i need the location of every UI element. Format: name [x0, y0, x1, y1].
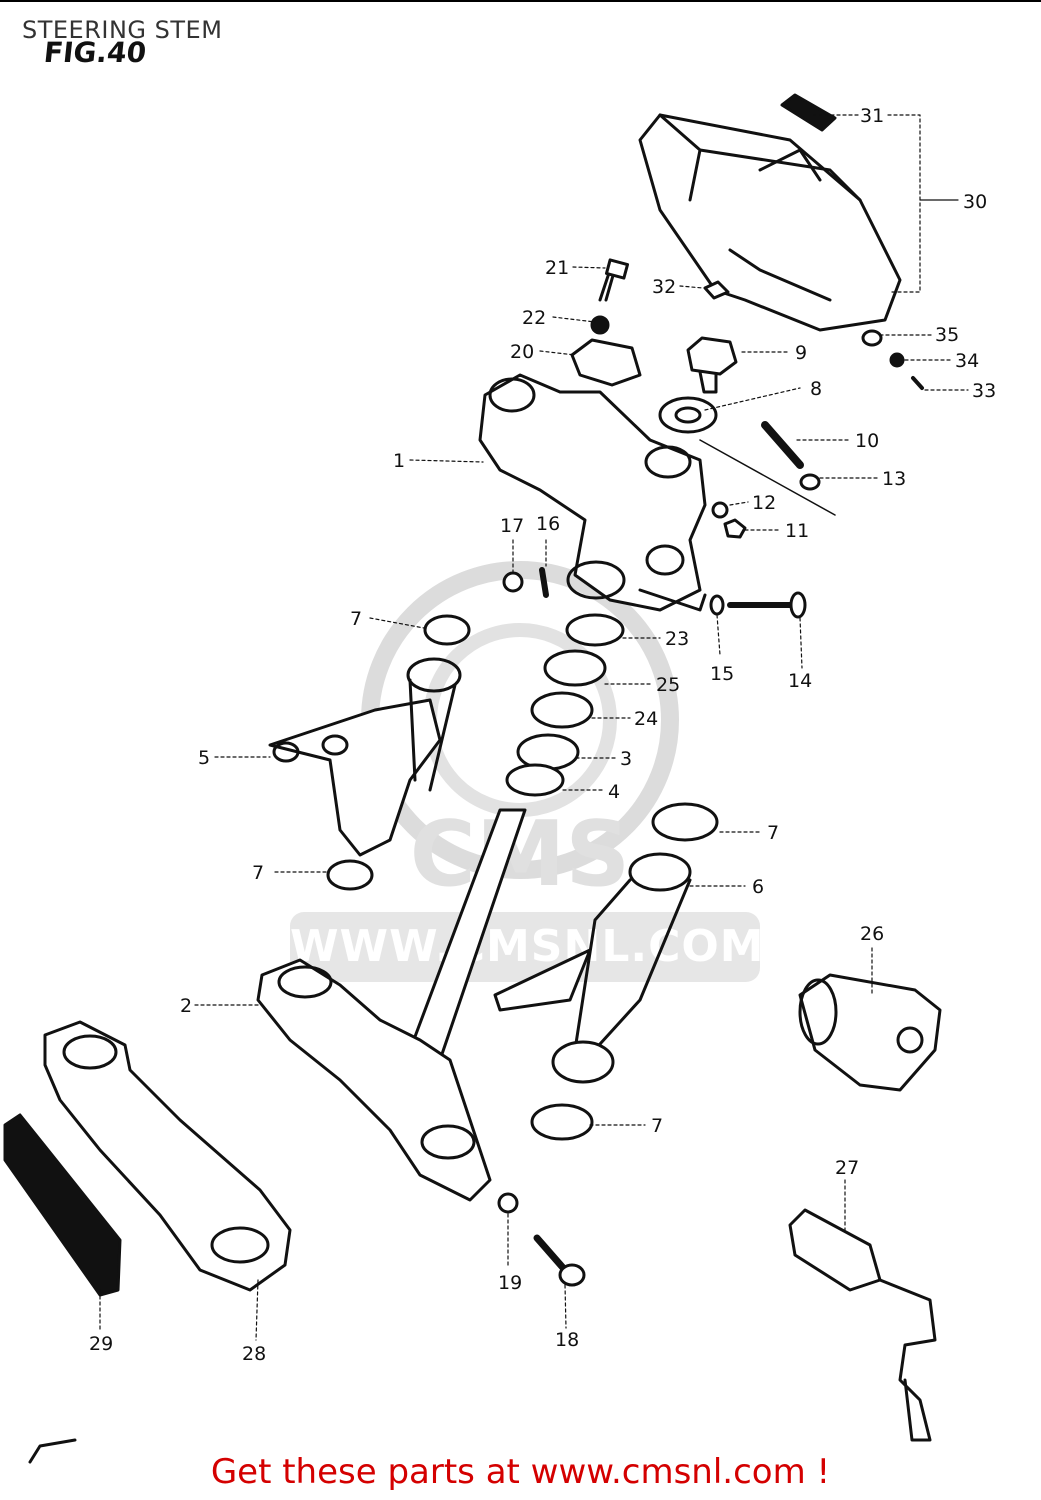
callout-16: 16 [536, 513, 560, 535]
callout-4: 4 [608, 781, 620, 803]
part-9-nut [686, 336, 738, 394]
callout-21: 21 [545, 257, 569, 279]
callout-7-a: 7 [350, 608, 362, 630]
callout-26: 26 [860, 923, 884, 945]
part-31-emblem [780, 93, 837, 132]
callout-10: 10 [855, 430, 879, 452]
part-30-cover [638, 113, 902, 332]
part-14-bolt [727, 591, 807, 619]
callout-25: 25 [656, 674, 680, 696]
callout-9: 9 [795, 342, 807, 364]
callout-19: 19 [498, 1272, 522, 1294]
callout-11: 11 [785, 520, 809, 542]
callout-8: 8 [810, 378, 822, 400]
callout-23: 23 [665, 628, 689, 650]
part-16-spring [539, 567, 549, 598]
part-34-nut [889, 352, 905, 368]
callout-18: 18 [555, 1329, 579, 1351]
footer-link[interactable]: Get these parts at www.cmsnl.com ! [210, 1452, 831, 1492]
callout-27: 27 [835, 1157, 859, 1179]
callout-29: 29 [89, 1333, 113, 1355]
part-1-upper-bracket [478, 373, 707, 612]
part-33-screw [911, 376, 924, 390]
callout-20: 20 [510, 341, 534, 363]
part-35-washer [861, 329, 883, 347]
part-7-seal-b [326, 859, 374, 891]
part-24-bearing [530, 691, 594, 729]
callout-7-d: 7 [651, 1115, 663, 1137]
top-border [0, 0, 1041, 2]
callout-1: 1 [393, 450, 405, 472]
forward-arrow-icon [28, 1438, 77, 1464]
callout-12: 12 [752, 492, 776, 514]
callout-6: 6 [752, 876, 764, 898]
callout-13: 13 [882, 468, 906, 490]
callout-14: 14 [788, 670, 812, 692]
part-10-bolt [761, 421, 804, 469]
callout-28: 28 [242, 1343, 266, 1365]
callout-7-b: 7 [767, 822, 779, 844]
callout-34: 34 [955, 350, 979, 372]
part-29-emblem [3, 1113, 122, 1297]
callout-24: 24 [634, 708, 658, 730]
callout-7-c: 7 [252, 862, 264, 884]
part-32-clip [703, 280, 730, 300]
part-8-washer [658, 396, 718, 434]
callout-22: 22 [522, 307, 546, 329]
part-5-bracket [268, 657, 462, 857]
part-17-nut [502, 571, 524, 593]
part-21-bolt [598, 258, 630, 302]
callout-32: 32 [652, 276, 676, 298]
part-15-washer [709, 594, 725, 616]
callout-5: 5 [198, 747, 210, 769]
part-7-seal-d [530, 1103, 594, 1141]
part-19-nut [497, 1192, 519, 1214]
part-2-lower-bracket [256, 808, 527, 1202]
part-6-bracket [493, 852, 692, 1084]
part-25-seal [543, 649, 607, 687]
callout-33: 33 [972, 380, 996, 402]
part-12-washer [711, 501, 729, 519]
part-22-washer [590, 315, 610, 335]
part-4-race [505, 763, 565, 797]
callout-15: 15 [710, 663, 734, 685]
callout-2: 2 [180, 995, 192, 1017]
part-23-nut [565, 613, 625, 647]
callout-17: 17 [500, 515, 524, 537]
part-3-bearing [516, 733, 580, 771]
callout-31: 31 [860, 105, 884, 127]
part-7-seal-c [651, 802, 719, 842]
part-20-clamp [570, 338, 642, 387]
part-11-nut [723, 518, 747, 539]
callout-30: 30 [963, 191, 987, 213]
part-27-key-assembly [788, 1208, 937, 1442]
part-13-washer [799, 473, 821, 491]
watermark-url: WWW.CMSNL.COM [290, 912, 764, 982]
part-18-bolt [533, 1234, 586, 1287]
page-title: STEERING STEM [22, 16, 223, 44]
callout-3: 3 [620, 748, 632, 770]
part-26-lock [798, 973, 942, 1092]
part-7-seal-a [423, 614, 471, 646]
part-28-top-cover [43, 1020, 292, 1292]
callout-35: 35 [935, 324, 959, 346]
